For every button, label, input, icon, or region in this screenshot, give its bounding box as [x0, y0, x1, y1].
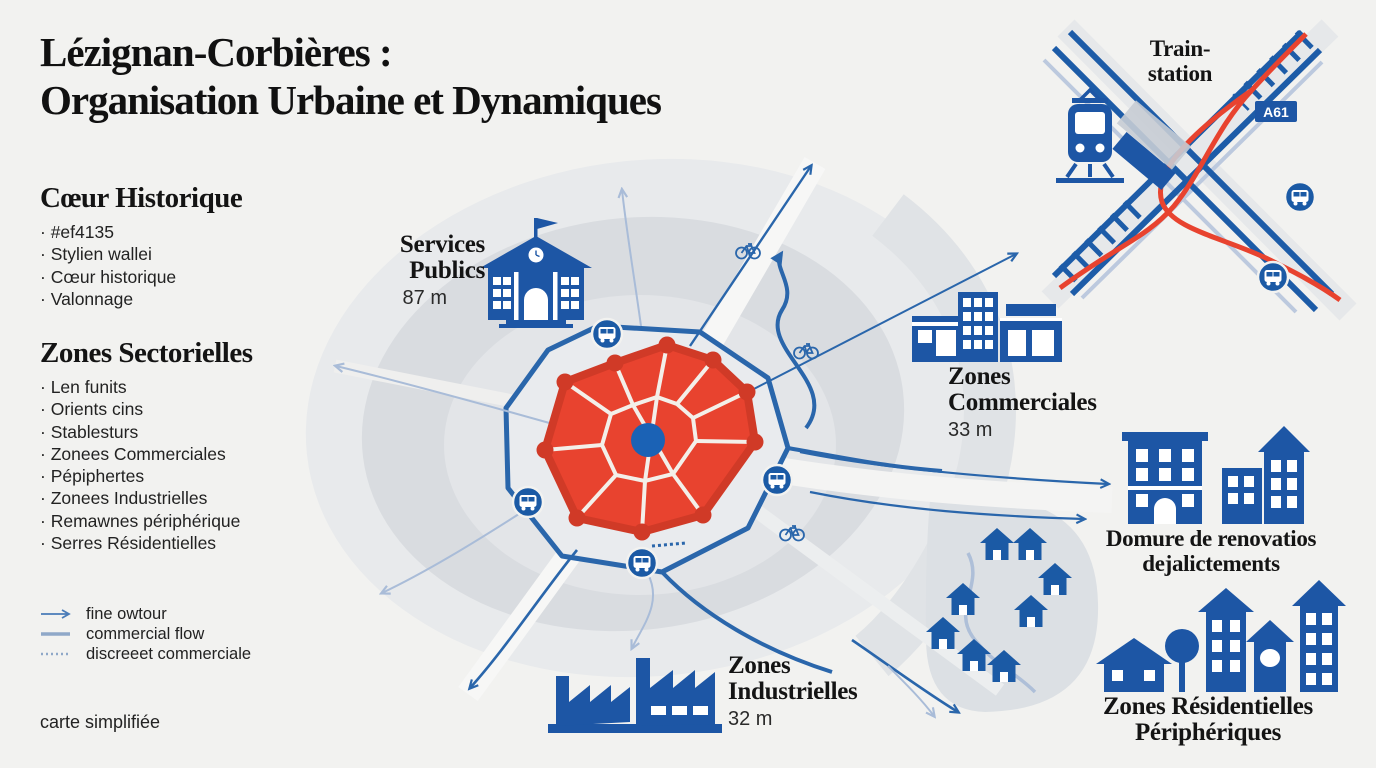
core-bastions: [536, 336, 764, 541]
callout-line: Périphériques: [1134, 719, 1282, 746]
list-item: Serres Résidentielles: [40, 532, 340, 554]
callout-line: station: [1147, 61, 1213, 86]
residential-cluster: [926, 528, 1072, 694]
legend-label: commercial flow: [86, 624, 205, 643]
coeur-historique-list: #ef4135 Stylien wallei Cœur historique V…: [40, 221, 340, 310]
historic-core: [536, 336, 764, 548]
section-coeur-historique: Cœur Historique #ef4135 Stylien wallei C…: [40, 182, 340, 310]
list-item: Valonnage: [40, 288, 340, 310]
callout-line: Zones: [728, 652, 791, 679]
callout-train-station: Train- station: [1128, 36, 1232, 86]
list-item: Pépiphertes: [40, 465, 340, 487]
callout-line: Publics: [409, 257, 485, 284]
tree-icon: [1179, 658, 1185, 692]
callout-line: Train-: [1149, 36, 1211, 61]
town-hall-icon: [480, 218, 592, 328]
bus-icon: [1283, 180, 1317, 214]
factory-icon: [548, 658, 722, 733]
list-item: Orients cins: [40, 398, 340, 420]
callout-line: Zones Résidentielles: [1103, 693, 1313, 720]
list-item: Stablesturs: [40, 421, 340, 443]
callout-value: 32 m: [728, 708, 773, 730]
callout-renovation: Domure de renovatios dejalictements: [1086, 526, 1336, 576]
list-item: Zonees Commerciales: [40, 443, 340, 465]
callout-zones-commerciales: Zones Commerciales 33 m: [948, 364, 1168, 442]
footnote: carte simplifiée: [40, 712, 161, 732]
map-legend: fine owtour commercial flow discreeet co…: [40, 604, 251, 664]
callout-services-publics: Services Publics 87 m: [345, 232, 485, 310]
title-line1: Lézignan-Corbières :: [40, 29, 393, 75]
list-item: Cœur historique: [40, 266, 340, 288]
bus-icon: [511, 485, 545, 519]
legend-item-dotted: discreeet commerciale: [40, 644, 251, 664]
coeur-historique-heading: Cœur Historique: [40, 182, 243, 214]
page-title: Lézignan-Corbières : Organisation Urbain…: [40, 28, 860, 124]
residential-icons: [1096, 580, 1346, 692]
list-item: Remawnes périphérique: [40, 510, 340, 532]
callout-value: 33 m: [948, 419, 993, 441]
shops-icon: [912, 292, 1062, 362]
section-zones-sectorielles: Zones Sectorielles Len funits Orients ci…: [40, 337, 340, 554]
city-center-dot: [631, 423, 665, 457]
a61-road-badge: A61: [1255, 101, 1297, 122]
legend-label: discreeet commerciale: [86, 644, 252, 663]
callout-line: Domure de renovatios: [1105, 526, 1317, 551]
list-item: #ef4135: [40, 221, 340, 243]
callout-zones-industrielles: Zones Industrielles 32 m: [728, 653, 928, 731]
callout-line: dejalictements: [1142, 551, 1280, 576]
callout-residentielles: Zones Résidentielles Périphériques: [1080, 694, 1336, 746]
legend-item-arrow: fine owtour: [40, 604, 251, 624]
callout-line: Services: [399, 231, 485, 258]
zones-sectorielles-list: Len funits Orients cins Stablesturs Zone…: [40, 376, 340, 554]
bus-icon: [1256, 260, 1290, 294]
list-item: Zonees Industrielles: [40, 487, 340, 509]
list-item: Len funits: [40, 376, 340, 398]
callout-line: Zones: [948, 363, 1011, 390]
callout-value: 87 m: [402, 287, 447, 309]
legend-label: fine owtour: [86, 604, 167, 623]
title-line2: Organisation Urbaine et Dynamiques: [40, 77, 662, 123]
list-item: Stylien wallei: [40, 243, 340, 265]
callout-line: Commerciales: [948, 389, 1097, 416]
background-blobs: [305, 19, 1357, 712]
callout-line: Industrielles: [728, 678, 858, 705]
apartments-icon: [1122, 426, 1310, 524]
solid-line-icon: [41, 632, 70, 636]
tree-icon: [1165, 629, 1199, 663]
bus-icon: [625, 546, 659, 580]
flow-arrows-light: [336, 190, 934, 716]
bus-icon: [760, 463, 794, 497]
arrow-line-icon: [41, 609, 71, 619]
bus-icon: [590, 317, 624, 351]
flow-arrows-dark: [470, 166, 1108, 712]
zones-sectorielles-heading: Zones Sectorielles: [40, 337, 253, 369]
dotted-line-icon: [41, 652, 70, 656]
legend-item-solid: commercial flow: [40, 624, 251, 644]
train-station-graphic: [1042, 29, 1342, 314]
train-icon: [1056, 87, 1124, 183]
